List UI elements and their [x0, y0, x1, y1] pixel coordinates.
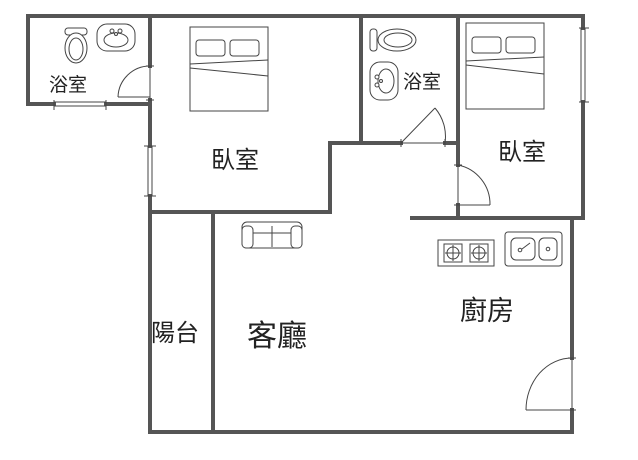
entry-door	[525, 357, 576, 411]
toilet-left	[64, 27, 88, 64]
walls	[26, 14, 585, 434]
doors	[117, 65, 576, 411]
bathroom-right-label: 浴室	[403, 71, 441, 93]
bathroom-right-door	[400, 107, 446, 147]
bathroom-left-label: 浴室	[49, 74, 87, 96]
bathroom-left-door	[117, 65, 154, 101]
kitchen-label: 廚房	[460, 296, 514, 327]
sink-right	[369, 61, 399, 101]
balcony-label: 陽台	[151, 319, 199, 347]
room-labels: 浴室 浴室 臥室 臥室 陽台 客廳 廚房	[49, 71, 546, 354]
sofa	[241, 221, 303, 249]
bedroom-left-label: 臥室	[211, 146, 259, 174]
stove	[437, 239, 495, 267]
toilet-right	[369, 28, 417, 52]
kitchen-sink	[504, 231, 563, 267]
bedroom-right-label: 臥室	[498, 138, 546, 166]
sink-left	[96, 23, 136, 52]
bed-left	[189, 26, 269, 112]
bedroom-right-door	[454, 164, 491, 206]
living-room-label: 客廳	[247, 319, 307, 354]
bed-right	[465, 22, 545, 110]
windows	[53, 27, 589, 197]
